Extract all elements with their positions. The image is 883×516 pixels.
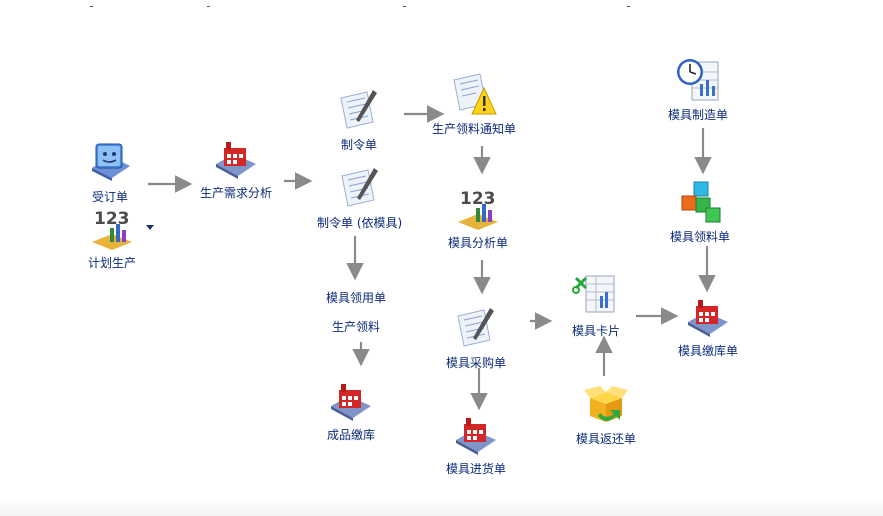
work-order-mold-node[interactable]: 制令单 (依模具) [317,164,402,231]
work-order-mold-label: 制令单 (依模具) [317,216,403,230]
order-node[interactable]: 受订单 [86,138,134,205]
factory-icon [688,300,728,337]
mold-stock-label: 模具缴库单 [678,344,739,358]
mold-purchase-label: 模具采购单 [446,356,507,370]
mold-analysis-label: 模具分析单 [448,236,509,250]
pick-notice-node[interactable]: 生产领料通知单 [432,70,516,137]
clock-document-icon [677,59,719,101]
mold-analysis-node[interactable]: 123 模具分析单 [448,184,508,251]
document-pen-icon [457,308,494,347]
factory-icon [216,142,256,179]
plan-dropdown-icon[interactable] [146,225,154,230]
mold-return-label: 模具返还单 [576,432,637,446]
cubes-icon [681,181,721,223]
spreadsheet-tools-icon [572,275,615,313]
demand-node[interactable]: 生产需求分析 [200,134,272,201]
work-order-node[interactable]: 制令单 [335,86,383,153]
pick-notice-label: 生产领料通知单 [432,122,517,136]
finished-node[interactable]: 成品缴库 [327,376,375,443]
work-order-label: 制令单 [340,138,377,152]
mold-make-node[interactable]: 模具制造单 [668,56,728,123]
number-chart-icon: 123 [458,189,498,230]
svg-text:123: 123 [94,209,130,229]
plan-label: 计划生产 [88,256,137,270]
mold-return-node[interactable]: 模具返还单 [576,380,636,447]
document-warning-icon [453,73,497,115]
document-pen-icon [341,168,378,207]
plan-node[interactable]: 123 计划生产 [88,204,136,271]
finished-label: 成品缴库 [327,428,376,442]
prod-pick-label[interactable]: 生产领料 [332,320,381,334]
mold-card-node[interactable]: 模具卡片 [572,272,620,339]
mold-pick-label: 模具领料单 [670,230,731,244]
document-pen-icon [340,90,377,129]
mold-use-label[interactable]: 模具领用单 [326,291,387,305]
mold-purchase-node[interactable]: 模具采购单 [446,304,506,371]
demand-label: 生产需求分析 [200,186,273,200]
bottom-edge-shadow [0,500,883,516]
mold-stock-node[interactable]: 模具缴库单 [678,292,738,359]
svg-text:123: 123 [460,189,496,209]
factory-icon [331,384,371,421]
order-label: 受订单 [91,190,128,204]
finder-document-icon [92,143,130,181]
mold-make-label: 模具制造单 [668,108,729,122]
factory-icon [456,418,496,455]
open-box-return-icon [584,386,628,422]
number-chart-icon: 123 [92,209,132,250]
mold-pick-node[interactable]: 模具领料单 [670,178,730,245]
mold-card-label: 模具卡片 [572,324,621,338]
mold-receipt-node[interactable]: 模具进货单 [446,410,506,477]
mold-receipt-label: 模具进货单 [446,462,507,476]
